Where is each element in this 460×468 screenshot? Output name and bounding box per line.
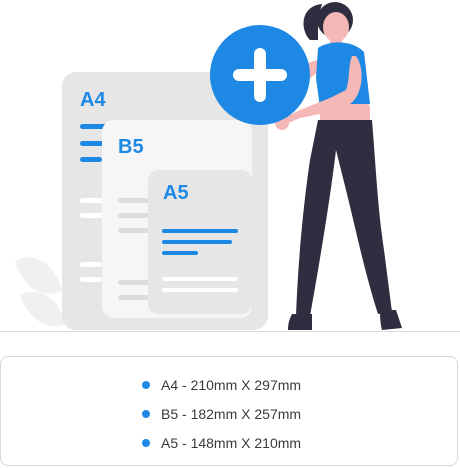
- leaf-decoration: [15, 257, 64, 327]
- ground-line: [0, 331, 460, 332]
- paper-label-a5: A5: [163, 182, 189, 204]
- bullet-dot-icon: [142, 439, 150, 447]
- paper-size-legend: A4 - 210mm X 297mm B5 - 182mm X 257mm A5…: [0, 356, 458, 466]
- paper-label-b5: B5: [118, 136, 144, 158]
- paper-size-a4-label: A4 - 210mm X 297mm: [161, 377, 302, 393]
- list-item: A5 - 148mm X 210mm: [142, 433, 301, 453]
- paper-sheet-a5: A5: [148, 170, 252, 314]
- list-item: B5 - 182mm X 257mm: [142, 404, 301, 424]
- list-item: A4 - 210mm X 297mm: [142, 375, 301, 395]
- bullet-dot-icon: [142, 410, 150, 418]
- paper-size-list: A4 - 210mm X 297mm B5 - 182mm X 257mm A5…: [142, 375, 301, 462]
- paper-size-a5-label: A5 - 148mm X 210mm: [161, 435, 302, 451]
- plus-circle-icon: [210, 25, 310, 125]
- paper-size-b5-label: B5 - 182mm X 257mm: [161, 406, 302, 422]
- paper-label-a4: A4: [80, 89, 106, 111]
- person-figure: [275, 2, 402, 330]
- paper-sizes-illustration: A4 B5 A5: [15, 2, 402, 330]
- bullet-dot-icon: [142, 381, 150, 389]
